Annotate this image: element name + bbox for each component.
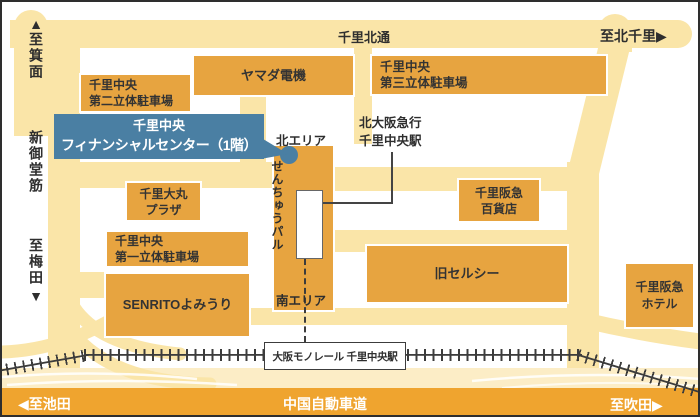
station-leader-vertical	[391, 152, 393, 204]
station-platform-rect	[296, 190, 323, 259]
station-name-line2: 千里中央駅	[359, 133, 422, 148]
direction-to-minoh: ▲ 至箕面	[24, 16, 48, 83]
station-name-line1: 北大阪急行	[359, 116, 422, 130]
street-label-chugoku-expressway: 中国自動車道	[283, 396, 367, 412]
arrow-left-icon: ◀	[18, 396, 29, 412]
road-center-vertical-2	[354, 48, 372, 144]
direction-label: 至吹田	[610, 397, 652, 413]
building-label: 千里大丸	[139, 186, 188, 201]
building-parking-no2: 千里中央 第二立体駐車場	[79, 73, 192, 113]
direction-label: 至箕面	[28, 32, 44, 80]
building-hankyu-hotel: 千里阪急 ホテル	[624, 262, 695, 329]
arrow-right-icon: ▶	[652, 397, 663, 413]
building-hankyu-department: 千里阪急 百貨店	[457, 178, 541, 223]
financial-center-name-line2: フィナンシャルセンター（1階）	[60, 137, 258, 153]
building-label: 千里阪急	[635, 279, 684, 294]
direction-label: 至梅田	[28, 238, 44, 286]
area-label-senchu-pal: せんちゅうパル	[270, 160, 284, 251]
building-label: 千里中央	[115, 234, 164, 248]
area-label-north: 北エリア	[276, 134, 327, 148]
direction-to-ikeda: ◀至池田	[18, 394, 71, 414]
building-parking-no1: 千里中央 第一立体駐車場	[105, 230, 250, 268]
arrow-right-icon: ▶	[656, 28, 667, 44]
direction-to-umeda: 至梅田 ▼	[24, 238, 48, 304]
station-label-monorail: 大阪モノレール 千里中央駅	[264, 342, 406, 370]
direction-label: 至北千里	[600, 28, 656, 44]
street-label-senri-kita-dori: 千里北通	[338, 30, 391, 45]
station-leader-horizontal	[312, 202, 392, 204]
street-label-shin-midosuji: 新御堂筋	[28, 130, 44, 194]
road-senri-kita-dori	[10, 20, 692, 48]
station-label-kita-osaka-kyuko: 北大阪急行 千里中央駅	[359, 115, 422, 150]
financial-center-callout: 千里中央 フィナンシャルセンター（1階）	[54, 114, 264, 159]
building-former-celcy: 旧セルシー	[365, 244, 569, 304]
station-dashed-connector	[304, 259, 306, 342]
building-label: 第二立体駐車場	[89, 94, 174, 108]
building-label: プラザ	[145, 202, 182, 217]
chugoku-expressway-band	[2, 388, 698, 415]
direction-to-kita-senri: 至北千里▶	[600, 26, 667, 46]
building-senrito-yomiuri: SENRITOよみうり	[104, 272, 251, 338]
building-label: 千里阪急	[474, 185, 523, 200]
arrow-up-icon: ▲	[29, 16, 43, 32]
building-label: SENRITOよみうり	[122, 297, 233, 312]
building-label: 千里中央	[89, 78, 138, 92]
area-label-south: 南エリア	[276, 294, 327, 308]
building-label: 千里中央	[380, 60, 431, 74]
building-yamada-denki: ヤマダ電機	[192, 54, 355, 97]
financial-center-name-line1: 千里中央	[132, 118, 185, 133]
direction-to-suita: 至吹田▶	[610, 395, 663, 415]
building-daimaru-plaza: 千里大丸 プラザ	[125, 181, 202, 222]
direction-label: 至池田	[28, 396, 71, 412]
building-label: 第一立体駐車場	[115, 250, 200, 264]
building-label: 百貨店	[480, 201, 517, 216]
building-label: ホテル	[641, 296, 678, 311]
building-label: 第三立体駐車場	[380, 76, 468, 90]
building-label: 旧セルシー	[434, 266, 500, 281]
building-senchu-pal-block	[272, 144, 335, 312]
location-dot-marker	[280, 146, 298, 164]
building-parking-no3: 千里中央 第三立体駐車場	[370, 54, 608, 96]
road-to-minoh	[14, 10, 48, 136]
station-name: 大阪モノレール 千里中央駅	[272, 350, 398, 363]
arrow-down-icon: ▼	[29, 288, 43, 304]
building-label: ヤマダ電機	[240, 67, 306, 83]
